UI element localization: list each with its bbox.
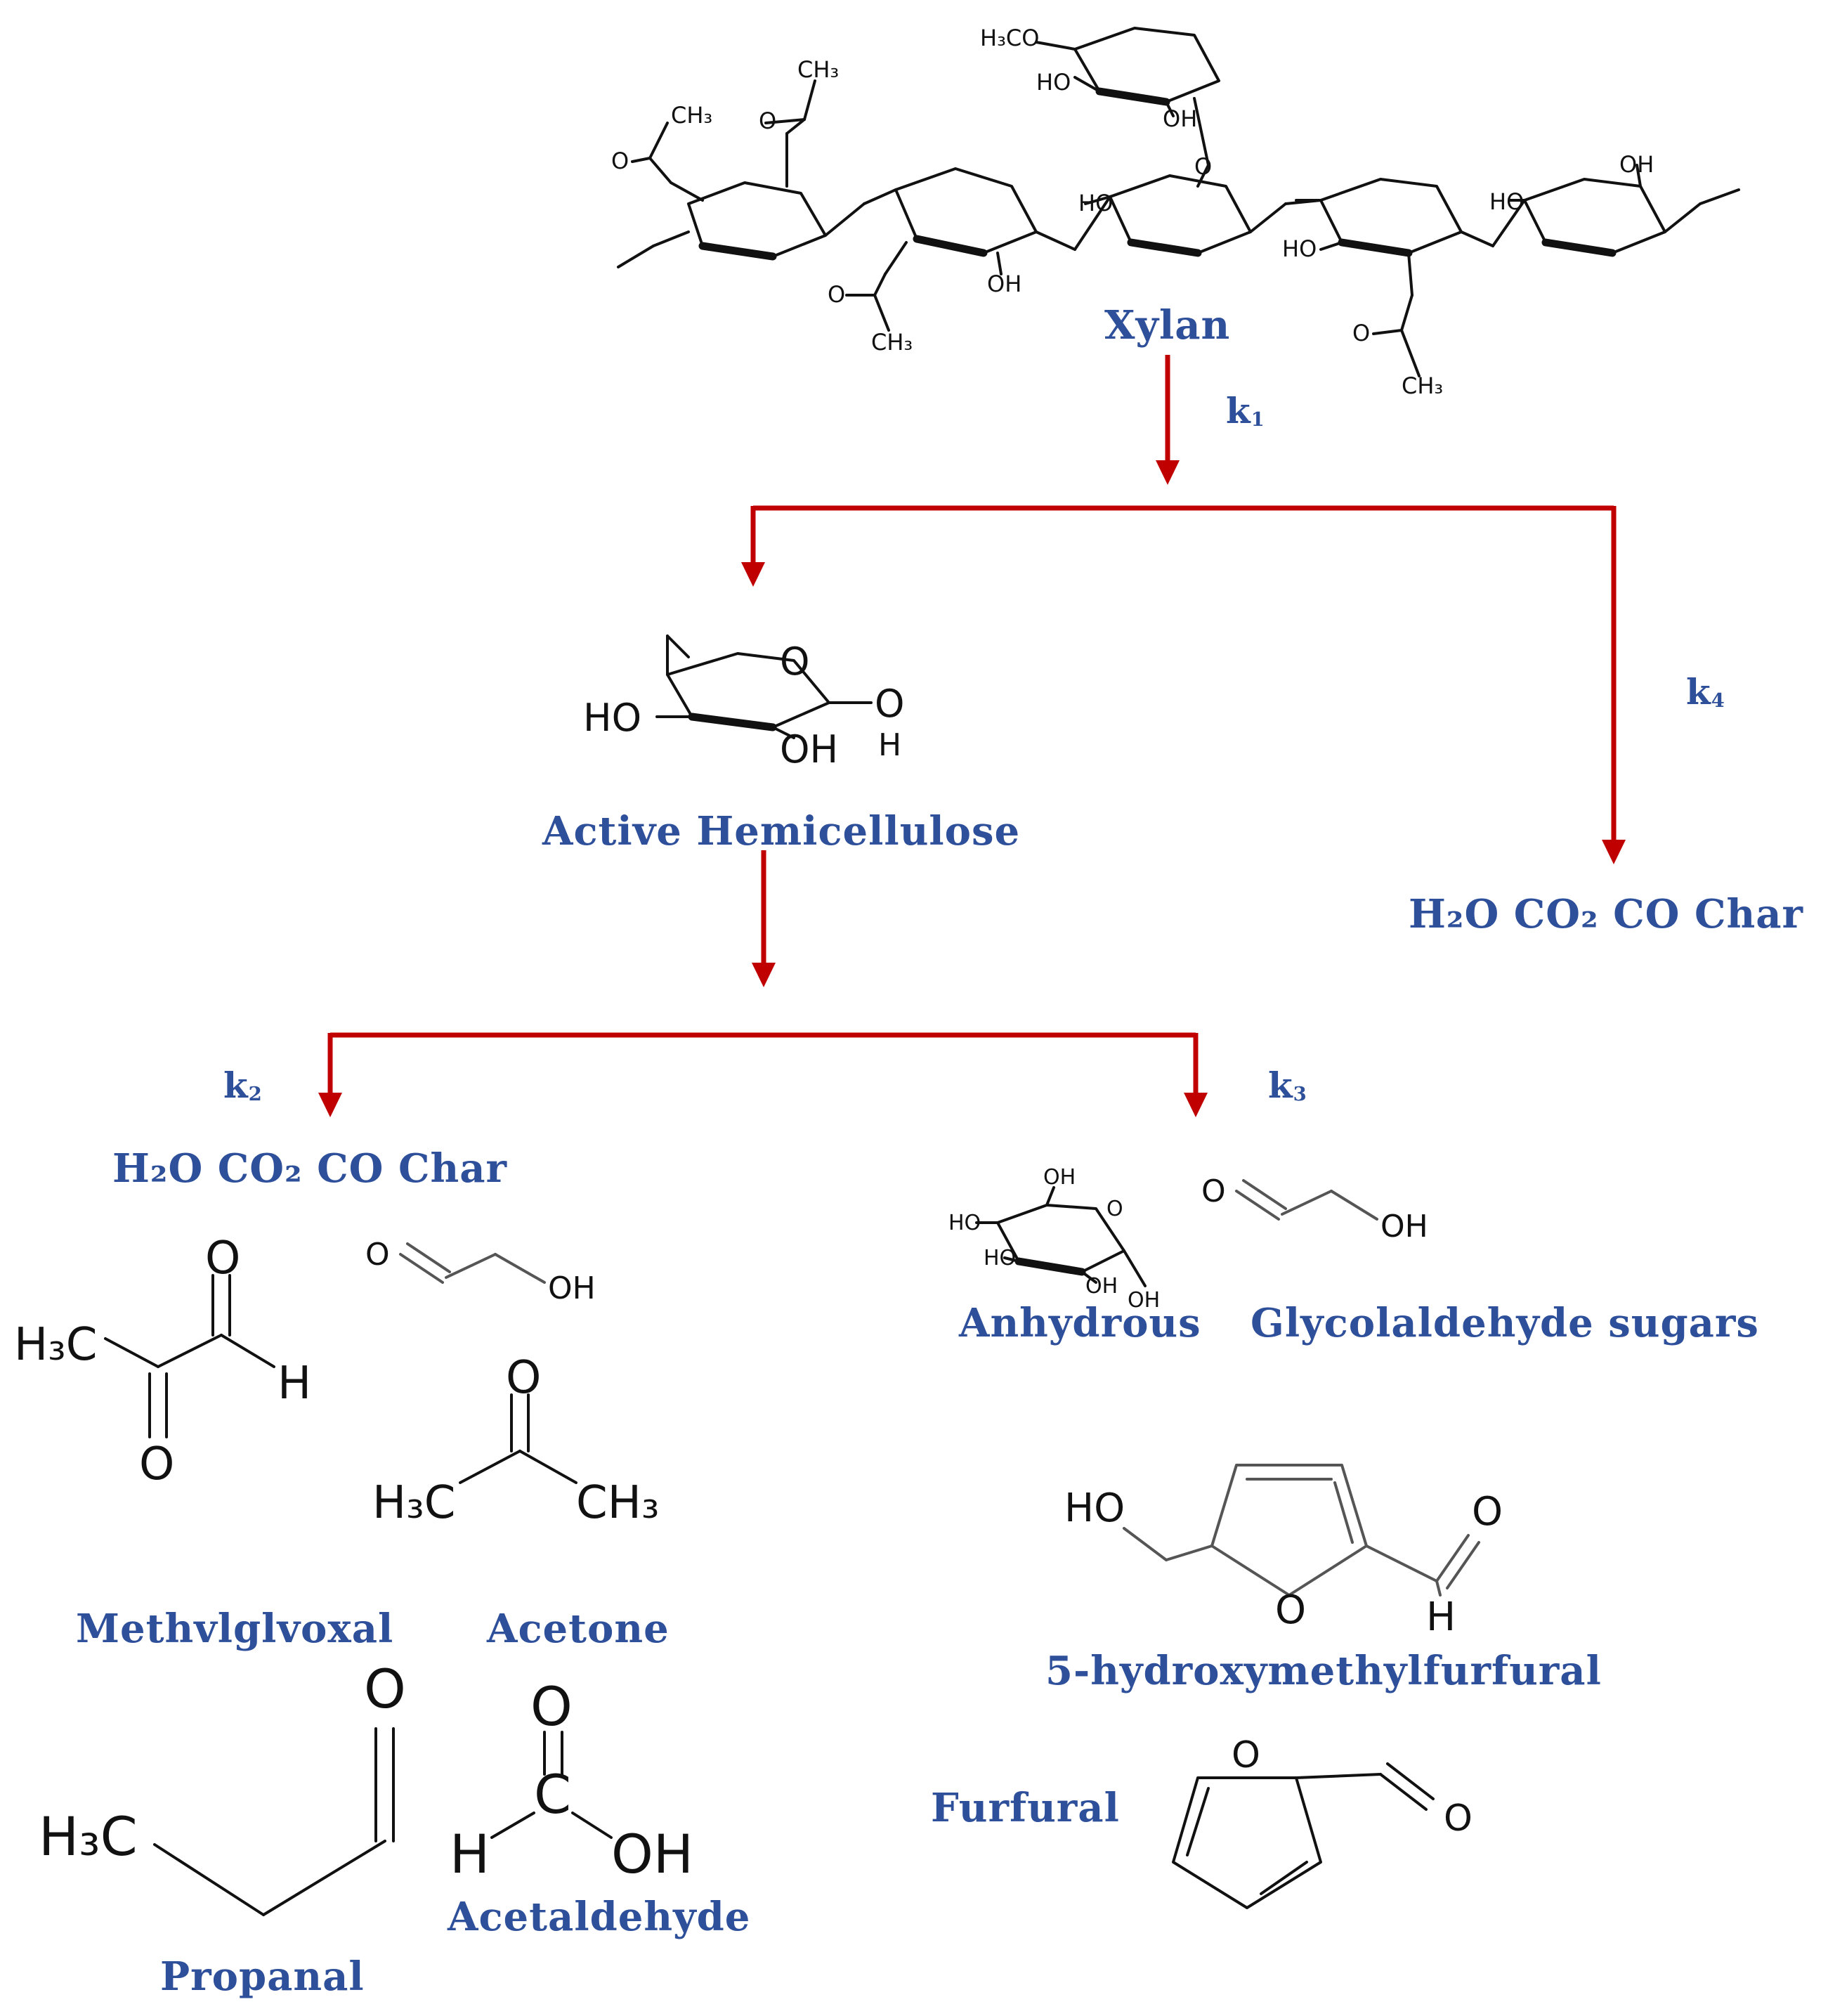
xylan-atom-ch3-d: CH₃: [1402, 372, 1443, 399]
xylan-atom-ho-b: HO: [1078, 190, 1113, 216]
xylan-atom-oh-b: OH: [987, 271, 1021, 297]
xylan-atom-o: O: [1194, 153, 1212, 180]
propanal-atom-o: O: [364, 1658, 406, 1720]
hmf-structure: HO O O H: [1064, 1464, 1503, 1640]
arrowhead-k2: [318, 1093, 342, 1117]
anhydrous-atom-ho-a: HO: [948, 1211, 981, 1235]
xylan-atom-oh-c: OH: [1619, 151, 1654, 178]
label-acetone: Acetone: [487, 1606, 670, 1652]
label-xylan: Xylan: [1104, 302, 1231, 349]
hmf-atom-o-ring: O: [1275, 1587, 1306, 1633]
xylan-atom-ch3-a: CH₃: [797, 56, 839, 83]
xylan-atom-ch3-c: CH₃: [871, 329, 913, 356]
label-k3: k3: [1268, 1065, 1307, 1106]
active-atom-o-ring: O: [780, 639, 810, 684]
furfural-atom-o-ring: O: [1232, 1734, 1260, 1776]
furfural-atom-o: O: [1444, 1797, 1473, 1840]
label-gas-char-left: H₂O CO₂ CO Char: [112, 1145, 508, 1192]
acetone-atom-ch3: CH₃: [576, 1477, 659, 1529]
glycolaldehyde-structure-left: O OH: [365, 1237, 596, 1306]
hmf-atom-ho: HO: [1064, 1485, 1125, 1531]
xylan-atom-ch3-b: CH₃: [671, 102, 712, 129]
glycolaldehyde-left-atom-oh: OH: [548, 1270, 596, 1306]
label-glycolaldehyde-sugars: Glycolaldehyde sugars: [1251, 1300, 1759, 1346]
active-hemicellulose-structure: HO OH O O H: [583, 635, 905, 772]
arrowhead-char-right: [1602, 840, 1626, 864]
anhydrous-atom-oh-top: OH: [1043, 1165, 1076, 1190]
active-atom-o: O: [875, 682, 905, 726]
anhydrous-atom-ho-b: HO: [984, 1246, 1016, 1270]
acetaldehyde-atom-o: O: [530, 1675, 573, 1738]
acetaldehyde-atom-h: H: [450, 1823, 490, 1885]
methylglyoxal-structure: H₃C O O H: [14, 1233, 311, 1490]
reaction-arrows: [318, 355, 1626, 1117]
glycolaldehyde-right-atom-o: O: [1201, 1173, 1226, 1209]
xylan-atom-o-a: O: [759, 108, 776, 134]
acetone-structure: O H₃C CH₃: [372, 1352, 659, 1529]
label-gas-char-right: H₂O CO₂ CO Char: [1409, 891, 1804, 937]
label-furfural: Furfural: [931, 1785, 1120, 1831]
active-atom-oh: OH: [780, 727, 838, 772]
acetone-atom-o: O: [506, 1352, 541, 1404]
label-acetaldehyde: Acetaldehyde: [448, 1894, 751, 1940]
label-k2: k2: [223, 1065, 263, 1106]
active-atom-h: H: [878, 727, 901, 763]
label-k1: k1: [1226, 390, 1265, 431]
label-anhydrous: Anhydrous: [959, 1300, 1201, 1346]
furfural-structure: O O: [1172, 1734, 1473, 1909]
xylan-atom-ho-d: HO: [1489, 188, 1524, 215]
xylan-atom-h3co: H₃CO: [980, 25, 1039, 51]
glycolaldehyde-left-atom-o: O: [365, 1237, 390, 1273]
acetaldehyde-atom-oh: OH: [611, 1823, 693, 1885]
anhydrous-atom-oh-b: OH: [1085, 1274, 1118, 1299]
arrowhead-k3: [1184, 1093, 1208, 1117]
xylan-atom-o-d: O: [1352, 320, 1370, 346]
arrowhead-xylan: [1156, 460, 1180, 485]
propanal-atom-h3c: H₃C: [39, 1805, 138, 1868]
anhydrous-atom-oh-c: OH: [1128, 1288, 1160, 1313]
xylan-atom-oh: OH: [1163, 105, 1197, 132]
arrowhead-active: [741, 562, 765, 587]
xylan-atom-o-b: O: [611, 148, 629, 174]
methylglyoxal-atom-h3c: H₃C: [14, 1319, 97, 1371]
anhydrous-structure: OH HO HO O OH OH: [948, 1165, 1160, 1313]
acetaldehyde-structure: O C H OH: [450, 1675, 693, 1885]
label-hmf: 5-hydroxymethylfurfural: [1045, 1648, 1602, 1694]
propanal-structure: H₃C O: [39, 1658, 406, 1916]
xylan-atom-o-c: O: [828, 281, 845, 308]
xylan-atom-ho-c: HO: [1282, 235, 1317, 262]
xylan-atom-ho: HO: [1036, 69, 1071, 96]
hmf-atom-h: H: [1426, 1594, 1456, 1640]
methylglyoxal-atom-o-top: O: [205, 1233, 240, 1285]
label-methylglyoxal: Methvlglvoxal: [76, 1606, 394, 1652]
xylan-structure: H₃CO HO OH O CH₃ CH₃ O O O CH₃ OH HO HO …: [611, 25, 1740, 399]
arrowhead-active-down: [752, 963, 776, 987]
methylglyoxal-atom-h: H: [278, 1358, 311, 1410]
label-propanal: Propanal: [160, 1953, 365, 2000]
methylglyoxal-atom-o-bottom: O: [139, 1438, 174, 1490]
glycolaldehyde-right-atom-oh: OH: [1380, 1209, 1428, 1244]
label-k4: k4: [1686, 671, 1725, 713]
acetaldehyde-atom-c: C: [534, 1763, 571, 1826]
label-active-hemicellulose: Active Hemicellulose: [542, 808, 1021, 854]
active-atom-ho: HO: [583, 696, 641, 740]
acetone-atom-h3c: H₃C: [372, 1477, 455, 1529]
anhydrous-atom-o: O: [1106, 1197, 1123, 1221]
glycolaldehyde-structure-right: O OH: [1201, 1173, 1428, 1244]
hmf-atom-o: O: [1472, 1489, 1503, 1535]
